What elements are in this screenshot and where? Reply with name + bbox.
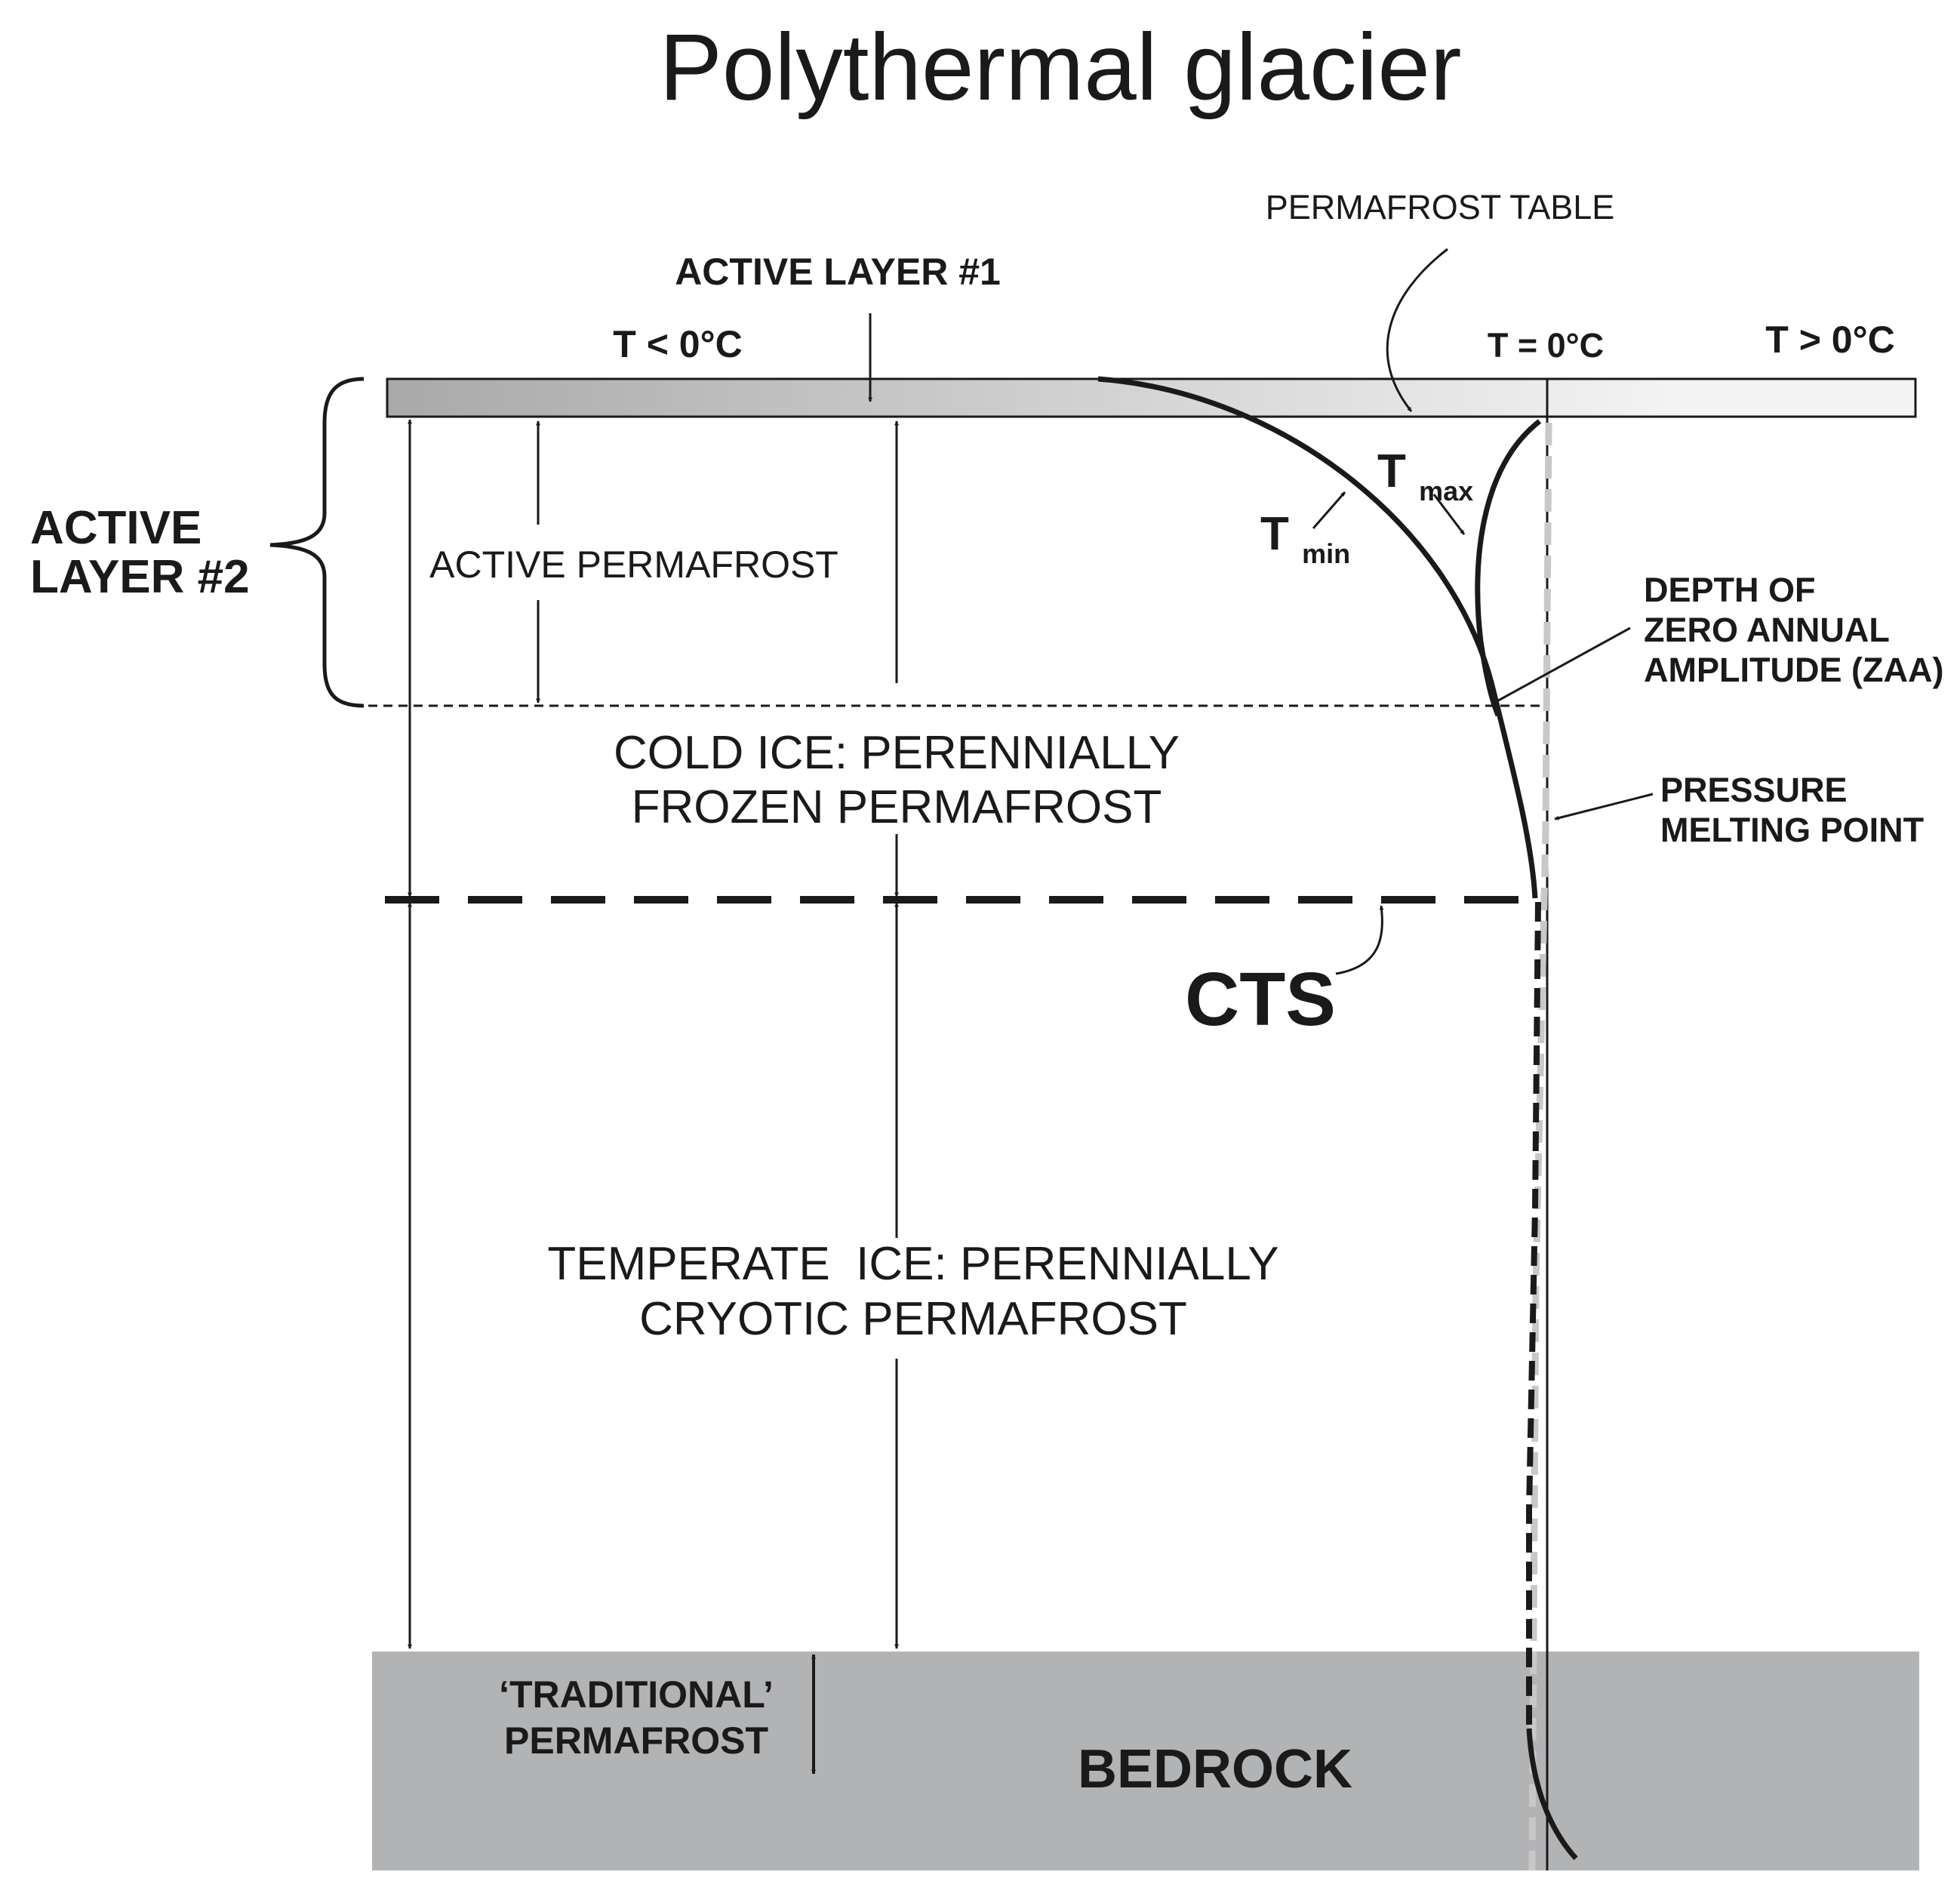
pressure-melting-point-line [1528,422,1552,1871]
bedrock-block [372,1652,1919,1870]
cold-ice-label-line2: FROZEN PERMAFROST [632,781,1162,833]
tmin-envelope-curve [1097,376,1538,899]
pressure-melting-point-label-line1: PRESSURE [1660,771,1848,809]
cold-ice-label-line1: COLD ICE: PERENNIALLY [614,727,1180,779]
tmin-label-base: T [1260,508,1289,560]
zaa-label-line2: ZERO ANNUAL [1644,611,1890,649]
active-permafrost-label: ACTIVE PERMAFROST [429,543,838,586]
t-below-zero-label: T < 0°C [613,323,742,365]
tmin-pointer [1312,491,1346,529]
tmin-label: T min [1260,508,1350,569]
bedrock-profile-curve [1526,1728,1578,1861]
temperate-ice-label-line1: TEMPERATE ICE: PERENNIALLY [547,1238,1278,1290]
active-layer-2-label-line1: ACTIVE [30,502,202,554]
tmax-label-base: T [1377,445,1406,497]
permafrost-table-label: PERMAFROST TABLE [1266,188,1615,226]
tmax-envelope-curve [1475,419,1542,717]
diagram-title: Polythermal glacier [660,15,1462,120]
zaa-label-line1: DEPTH OF [1644,571,1816,609]
traditional-permafrost-label-line2: PERMAFROST [504,1719,768,1762]
t-equal-zero-label: T = 0°C [1488,326,1604,365]
active-layer-2-brace [269,377,365,708]
zaa-pointer [1492,626,1631,705]
active-layer-2-label-line2: LAYER #2 [30,551,250,603]
t-above-zero-label: T > 0°C [1765,319,1894,361]
cts-pointer [1335,905,1384,975]
tmax-label: T max [1377,445,1473,506]
pressure-melting-point-label-line2: MELTING POINT [1660,811,1924,849]
temperate-ice-label-line2: CRYOTIC PERMAFROST [639,1293,1187,1345]
cts-label: CTS [1185,957,1336,1042]
pressure-melting-point-pointer [1554,793,1654,820]
tmax-pointer [1432,494,1466,535]
temperate-ice-profile [1526,901,1541,1729]
permafrost-table-pointer [1386,248,1448,412]
tmax-label-subscript: max [1419,476,1473,506]
tmin-label-subscript: min [1302,538,1350,569]
zaa-label-line3: AMPLITUDE (ZAA) [1644,651,1943,689]
bedrock-label: BEDROCK [1078,1739,1352,1799]
traditional-permafrost-label-line1: ‘TRADITIONAL’ [499,1673,774,1716]
active-layer-1-label: ACTIVE LAYER #1 [675,251,1001,293]
